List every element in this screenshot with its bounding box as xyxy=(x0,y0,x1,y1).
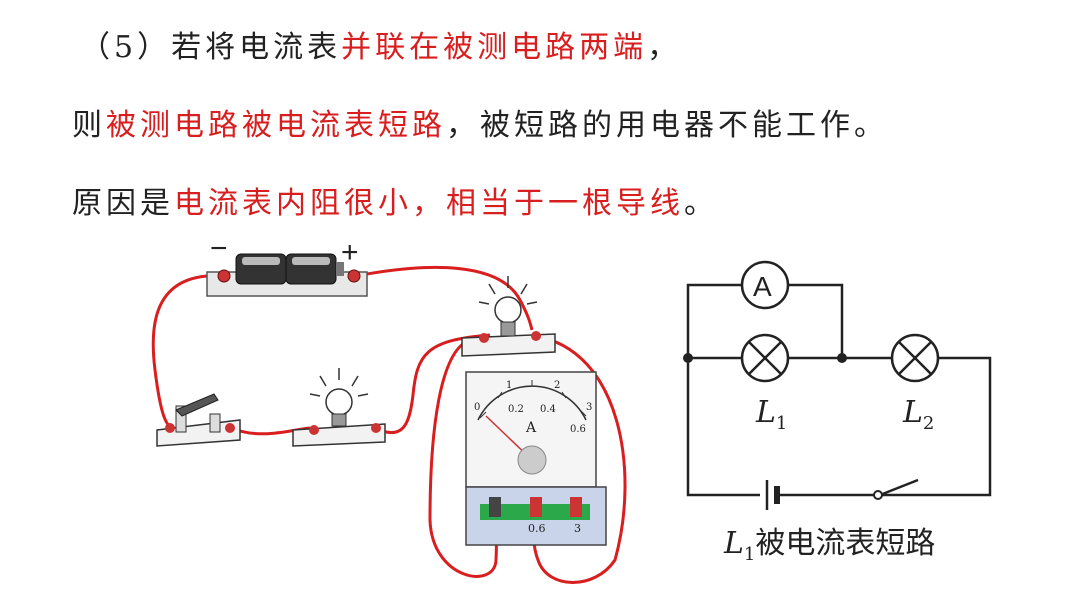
caption-sub: 1 xyxy=(743,544,756,565)
wire-left-up xyxy=(686,283,742,358)
schematic-caption: L1被电流表短路 xyxy=(724,518,935,565)
meter-bottom-0-4: 0.4 xyxy=(540,404,556,415)
meter-top-2: 2 xyxy=(554,380,560,391)
caption-text: 被电流表短路 xyxy=(755,526,936,561)
wire-battery-to-switch xyxy=(151,274,227,430)
line1-highlight: 并联在被测电路两端 xyxy=(341,30,648,65)
terminal-3: 3 xyxy=(574,522,581,535)
lamp2-letter: L xyxy=(903,395,923,430)
line2-suffix: ，被短路的用电器不能工作。 xyxy=(446,108,888,143)
junction-right xyxy=(837,353,847,363)
line3-highlight: 电流表内阻很小，相当于一根导线 xyxy=(174,186,684,221)
text-line-1: （5）若将电流表并联在被测电路两端， xyxy=(80,22,681,66)
wire-battery-left xyxy=(686,358,760,497)
wire-lamp-top-to-meter xyxy=(531,334,627,584)
meter-symbol: A xyxy=(525,420,537,436)
meter-bottom-0-2: 0.2 xyxy=(508,404,524,415)
lamp-board-lower xyxy=(292,368,386,447)
lamp2-label: L2 xyxy=(903,395,934,434)
lamp2-sub: 2 xyxy=(922,413,935,434)
lamp-board-upper xyxy=(461,276,556,357)
line3-suffix: 。 xyxy=(684,186,718,221)
battery-minus-label: − xyxy=(210,232,228,265)
wire-right-down xyxy=(880,356,992,497)
wire-ammeter-right xyxy=(788,283,844,358)
line1-prefix: （5）若将电流表 xyxy=(80,30,342,65)
meter-top-0: 0 xyxy=(474,402,480,413)
ammeter-device xyxy=(465,371,607,546)
caption-l: L xyxy=(724,526,744,561)
meter-bottom-0-6: 0.6 xyxy=(570,424,586,435)
lamp1-letter: L xyxy=(756,395,776,430)
battery-short-plate xyxy=(774,486,780,504)
line1-suffix: ， xyxy=(647,30,682,65)
lamp1-label: L1 xyxy=(756,395,787,434)
lamp1-sub: 1 xyxy=(775,413,788,434)
switch-lever xyxy=(879,478,919,497)
meter-top-1: 1 xyxy=(506,380,512,391)
schematic-ammeter-label: A xyxy=(753,271,772,302)
battery-holder xyxy=(206,253,368,297)
wire-lamp-to-lamp-top xyxy=(379,333,491,434)
meter-top-3: 3 xyxy=(586,402,592,413)
ammeter-symbol-circle xyxy=(740,260,790,310)
switch-pivot xyxy=(873,490,883,500)
terminal-0-6: 0.6 xyxy=(528,522,546,535)
battery-plus-label: + xyxy=(341,236,359,269)
text-line-2: 则被测电路被电流表短路，被短路的用电器不能工作。 xyxy=(72,100,888,144)
text-line-3: 原因是电流表内阻很小，相当于一根导线。 xyxy=(72,178,718,222)
line3-prefix: 原因是 xyxy=(72,186,174,221)
switch xyxy=(156,393,241,447)
line2-highlight: 被测电路被电流表短路 xyxy=(106,108,446,143)
junction-left xyxy=(683,353,693,363)
line2-prefix: 则 xyxy=(72,108,106,143)
